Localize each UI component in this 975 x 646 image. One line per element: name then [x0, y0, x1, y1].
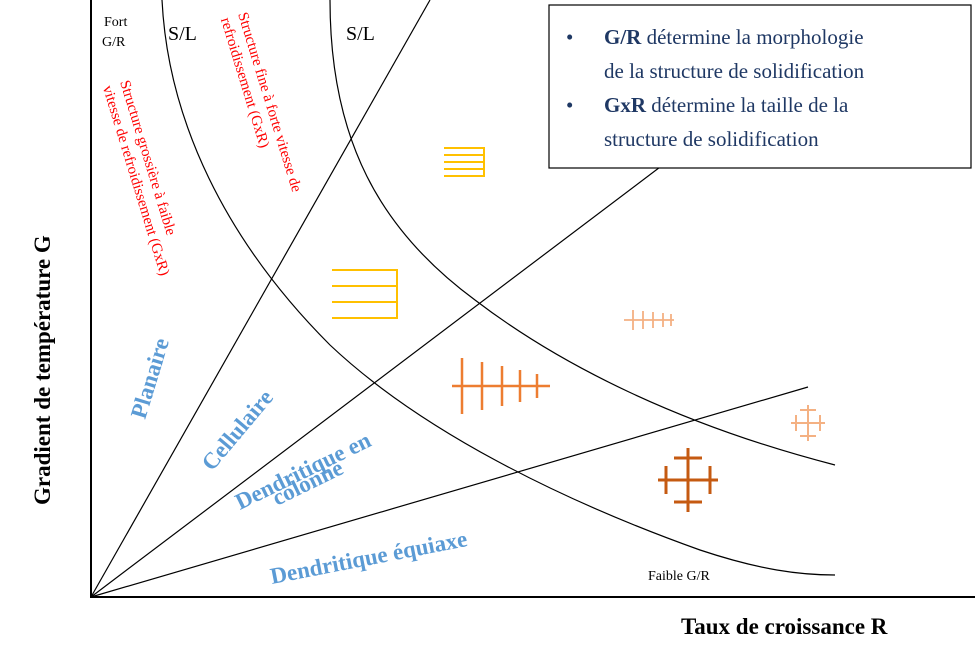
columnar-dendrite-small [624, 310, 674, 330]
region-label-planaire: Planaire [126, 335, 174, 421]
fort-gr-label-line-1: Fort [104, 15, 127, 30]
cellular-symbol-large [332, 269, 398, 319]
ray-planar-cellular [90, 0, 431, 598]
cellular-symbol-small [444, 147, 485, 177]
y-axis-title: Gradient de température G [30, 235, 55, 505]
sl-label-left: S/L [168, 23, 197, 45]
legend-box [548, 4, 972, 169]
ray-columnar-equiaxed [90, 386, 809, 598]
legend-item-1-line-1: G/R détermine la morphologie [604, 25, 864, 49]
legend-item-2-line-1: GxR détermine la taille de la [604, 93, 849, 117]
fort-gr-label-line-2: G/R [102, 35, 126, 50]
faible-gr-label: Faible G/R [648, 569, 710, 584]
x-axis-title: Taux de croissance R [681, 614, 888, 639]
legend-item-1-line-2: de la structure de solidification [604, 59, 865, 83]
equiaxed-dendrite-small [791, 405, 825, 441]
columnar-dendrite-large [452, 358, 550, 414]
region-label-dendritique-equiaxe: Dendritique équiaxe [268, 526, 469, 589]
region-label-cellulaire: Cellulaire [197, 385, 278, 475]
sl-label-right: S/L [346, 23, 375, 45]
legend-bullet-2: • [566, 93, 573, 117]
equiaxed-dendrite-large [658, 448, 718, 512]
legend-item-2-line-2: structure de solidification [604, 127, 819, 151]
sl-curve-left [161, 0, 836, 576]
legend-bullet-1: • [566, 25, 573, 49]
ray-cellular-dendritic [90, 157, 673, 598]
sl-curve-right [329, 0, 836, 466]
